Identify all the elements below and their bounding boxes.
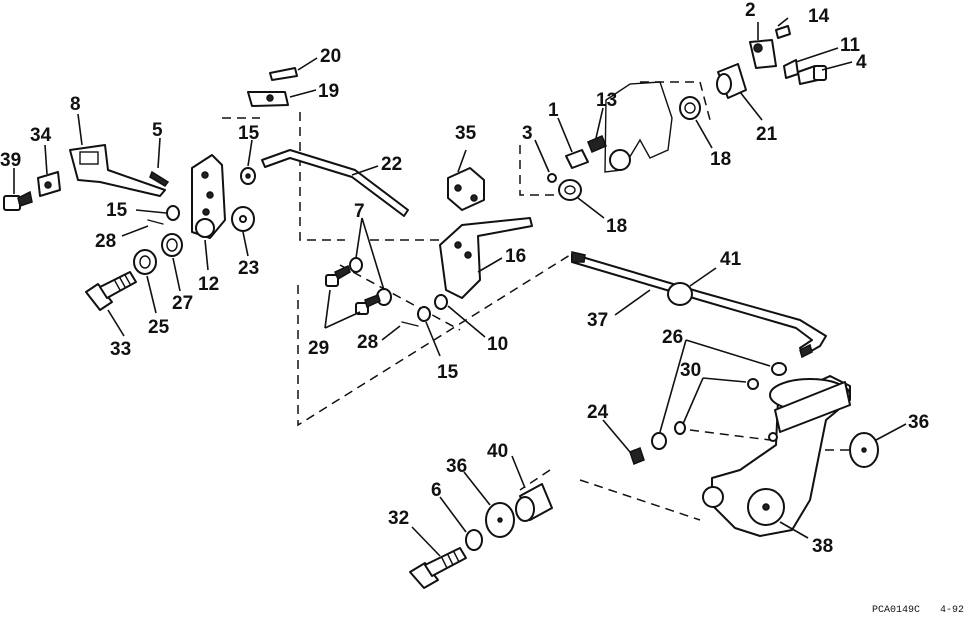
- part-13-spring: [587, 135, 607, 153]
- part-15-washer-upper: [240, 167, 256, 185]
- part-36-washer-left: [485, 502, 515, 538]
- callout-36-left: 36: [446, 456, 467, 477]
- callout-8: 8: [70, 94, 81, 115]
- callout-18-upper: 18: [710, 149, 731, 170]
- callout-40: 40: [487, 441, 508, 462]
- callout-38: 38: [812, 536, 833, 557]
- part-26-washer: [651, 362, 787, 450]
- callout-4: 4: [856, 52, 867, 73]
- part-18-bushing-upper: [679, 96, 701, 120]
- callout-25: 25: [148, 317, 170, 338]
- part-12-lever-plate: [191, 154, 226, 239]
- part-2-clip: [749, 39, 777, 69]
- callout-3: 3: [522, 123, 533, 144]
- part-25-washer: [133, 249, 157, 275]
- callout-35: 35: [455, 123, 477, 144]
- callout-28-middle: 28: [357, 332, 378, 353]
- part-6-washer: [465, 529, 483, 551]
- callout-26: 26: [662, 327, 683, 348]
- part-22-rod: [261, 149, 409, 217]
- callout-15-left: 15: [106, 200, 128, 221]
- part-24-nut: [629, 447, 645, 465]
- part-41-grommet: [667, 282, 693, 306]
- callout-18-lower: 18: [606, 216, 627, 237]
- part-40-bushing: [515, 483, 553, 522]
- callout-5: 5: [152, 120, 163, 141]
- callout-36-right: 36: [908, 412, 929, 433]
- part-29-bolts: [325, 264, 381, 315]
- part-20-bolt: [269, 67, 298, 81]
- part-33-bolt: [85, 271, 137, 311]
- part-37-rod: [571, 251, 827, 359]
- callout-6: 6: [431, 480, 442, 501]
- part-19-clamp: [247, 91, 289, 107]
- part-30-washer: [674, 378, 759, 435]
- part-38-pedal-bracket: [702, 375, 851, 537]
- callout-24: 24: [587, 402, 609, 423]
- part-14-screw: [775, 25, 791, 39]
- assembly-dashed-lines: [222, 81, 860, 521]
- callout-15-upper: 15: [238, 123, 260, 144]
- callout-28-left: 28: [95, 231, 116, 252]
- part-5-screw: [149, 170, 170, 187]
- part-1-bushing: [565, 149, 589, 169]
- callout-41: 41: [720, 249, 742, 270]
- callout-21: 21: [756, 124, 778, 145]
- callout-19: 19: [318, 81, 339, 102]
- callout-13: 13: [596, 90, 617, 111]
- callout-10: 10: [487, 334, 508, 355]
- callout-1: 1: [548, 100, 559, 121]
- part-35-hub: [447, 167, 485, 211]
- callout-numbers: 14 2 11 4 21 18 13 1 3 18 35 20 19 22 15…: [0, 0, 929, 557]
- part-39-bolt: [3, 190, 33, 211]
- part-34-plate: [37, 171, 61, 197]
- housing-outline: [604, 81, 673, 173]
- callout-33: 33: [110, 339, 131, 360]
- callout-16: 16: [505, 246, 526, 267]
- part-28-pin-left: [147, 219, 164, 225]
- part-4-bolt: [797, 65, 827, 85]
- part-23-washer: [231, 206, 255, 232]
- callout-14: 14: [808, 6, 830, 27]
- callout-23: 23: [238, 258, 259, 279]
- callout-37: 37: [587, 310, 608, 331]
- part-32-bolt: [409, 547, 467, 589]
- callout-22: 22: [381, 154, 402, 175]
- callout-30: 30: [680, 360, 701, 381]
- part-11-washer: [783, 59, 799, 79]
- callout-7: 7: [354, 201, 365, 222]
- part-15-washer-left: [166, 205, 180, 221]
- callout-2: 2: [745, 0, 756, 21]
- callout-29: 29: [308, 338, 329, 359]
- catalog-date: 4-92: [940, 605, 964, 616]
- part-16-bracket: [439, 217, 533, 299]
- callout-39: 39: [0, 150, 21, 171]
- callout-20: 20: [320, 46, 341, 67]
- part-18-bushing-lower: [558, 179, 582, 201]
- part-3-ball: [547, 173, 557, 183]
- part-10-washer: [434, 294, 448, 310]
- part-28-pin-middle: [401, 321, 419, 327]
- part-15-washer-lower: [417, 306, 431, 322]
- callout-32: 32: [388, 508, 409, 529]
- part-27-washer: [161, 233, 183, 257]
- part-21-bushing: [716, 63, 747, 99]
- callout-34: 34: [30, 125, 52, 146]
- callout-12: 12: [198, 274, 219, 295]
- catalog-code: PCA0149C: [872, 605, 920, 616]
- callout-15-lower: 15: [437, 362, 459, 383]
- part-36-washer-right: [849, 432, 879, 468]
- part-8-bracket: [69, 144, 166, 197]
- callout-11: 11: [840, 35, 861, 56]
- callout-27: 27: [172, 293, 193, 314]
- leader-lines: [13, 17, 907, 557]
